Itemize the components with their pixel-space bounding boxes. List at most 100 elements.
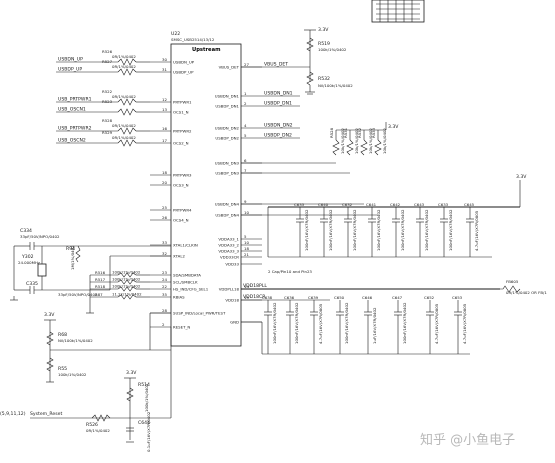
resistor-ref: R526 xyxy=(102,49,113,54)
svg-text:C335: C335 xyxy=(26,281,38,287)
resistor-symbol xyxy=(117,286,137,292)
resistor-symbol xyxy=(360,139,368,156)
resistor-ref: R517 xyxy=(95,277,106,282)
resistor-symbol xyxy=(117,272,137,278)
resistor-symbol xyxy=(117,127,137,135)
capacitor-ref: C643 xyxy=(414,202,425,207)
svg-text:100k/1%/0402: 100k/1%/0402 xyxy=(318,47,347,52)
pin-number: 24 xyxy=(162,277,167,282)
pin-name: OCS2_N xyxy=(173,141,189,146)
pin-name: USBDP_DN2 xyxy=(215,136,239,141)
r514-resistor xyxy=(126,387,134,402)
svg-text:100k/1%/0402: 100k/1%/0402 xyxy=(58,372,87,377)
svg-text:System_Reset: System_Reset xyxy=(30,411,62,417)
svg-text:Nil/100k/1%/0402: Nil/100k/1%/0402 xyxy=(318,83,353,88)
vbus-divider: 3.3V R519 100k/1%/0402 R532 Nil/100k/1%/… xyxy=(241,27,353,95)
capacitor-value: 100nF/16V/X7R/0402 xyxy=(400,209,405,251)
pin-name: VBUS_DET xyxy=(219,65,240,70)
pin-number: 25 xyxy=(162,205,167,210)
pin-number: 5 xyxy=(244,234,247,239)
pin-number: 21 xyxy=(244,252,249,257)
pin-number: 18 xyxy=(162,170,167,175)
pin-name: USBDP_DN4 xyxy=(215,213,239,218)
svg-text:3.3V: 3.3V xyxy=(388,124,399,130)
pin-number: 2 xyxy=(244,101,247,106)
capacitor-ref: C638 xyxy=(262,295,273,300)
resistor-ref: R518 xyxy=(95,284,106,289)
pin-number: 9 xyxy=(244,199,247,204)
left-resistors: R5260R/1%/0402R5270R/1%/0402R5220R/1%/04… xyxy=(102,49,150,147)
pin-name: SUSP_IND/Local_PWR/TEST xyxy=(173,311,226,316)
resistor-ref: R531 xyxy=(343,127,348,138)
pin-name: PRTPWR2 xyxy=(173,129,192,134)
net-label: USBDN_DN1 xyxy=(264,91,293,97)
pin-number: 1 xyxy=(244,91,247,96)
pin-name: USBDN_UP xyxy=(173,60,195,65)
chip-right-pins: 27VBUS_DET1USBDN_DN12USBDP_DN14USBDN_DN2… xyxy=(215,62,262,325)
pin-name: PRTPWR3 xyxy=(173,173,192,178)
pin-number: 27 xyxy=(244,62,249,67)
resistor-ref: R532 xyxy=(357,127,362,138)
pin-name: SCL/SMBCLK xyxy=(173,280,198,285)
pin-number: 32 xyxy=(162,251,167,256)
pin-name: HS_IND/CFG_SEL1 xyxy=(173,287,209,292)
connector-fragment xyxy=(371,0,425,23)
capacitor-value: 100nF/16V/X7R/0402 xyxy=(304,209,309,251)
pin-name: VDDPLL18 xyxy=(219,287,240,292)
pin-number: 35 xyxy=(162,292,167,297)
left-net-labels: USBDN_UPUSBDP_UPUSB_PRTPWR1USB_OSCN1USB_… xyxy=(56,57,118,144)
capacitor-value: 100nF/16V/X7R/0402 xyxy=(402,302,407,344)
pin-number: 20 xyxy=(162,180,167,185)
svg-text:1M/1%/0402: 1M/1%/0402 xyxy=(70,245,75,270)
pin-number: 6 xyxy=(244,158,247,163)
capacitor-ref: C645 xyxy=(464,202,475,207)
svg-text:C644: C644 xyxy=(138,420,150,426)
pin-name: USBDN_DN3 xyxy=(215,161,240,166)
watermark: 知乎 @小鱼电子 xyxy=(420,432,515,448)
capacitor-value: 4.7uF/16V/X7R/0805 xyxy=(434,303,439,344)
pin-number: 10 xyxy=(244,210,249,215)
svg-text:R526: R526 xyxy=(86,422,98,428)
r55-resistor xyxy=(46,357,54,372)
pin-number: 7 xyxy=(244,168,247,173)
net-label: USB_PRTPWR1 xyxy=(58,97,92,103)
resistor-symbol xyxy=(332,139,340,156)
capacitor-ref: C632 xyxy=(342,202,353,207)
svg-text:R532: R532 xyxy=(318,76,330,82)
capacitor-bank-bottom: VDD18PLL VDD18CR 2 Cap/Pin10 and Pin23 F… xyxy=(241,269,547,355)
resistor-value: 0R/1%/0402 xyxy=(112,64,136,69)
pin-number: 17 xyxy=(162,138,167,143)
resistor-value: 10k/1%/0402 xyxy=(354,128,359,154)
pin-name: VDD33CR xyxy=(220,255,239,260)
r519-resistor xyxy=(306,37,314,52)
y302-crystal xyxy=(37,263,47,277)
svg-text:33pF/50V/NPO/0402: 33pF/50V/NPO/0402 xyxy=(20,234,60,239)
dn-lines xyxy=(241,162,378,216)
gnd-net xyxy=(241,321,263,354)
pin-number: 22 xyxy=(162,284,167,289)
resistor-ref: R522 xyxy=(102,89,113,94)
capacitor-ref: C653 xyxy=(452,295,463,300)
svg-text:R94: R94 xyxy=(66,246,75,252)
svg-text:R514: R514 xyxy=(138,382,150,388)
capacitor-value: 100nF/16V/X7R/0402 xyxy=(376,209,381,251)
resistor-symbol xyxy=(117,294,137,300)
svg-text:Nil/100k/1%/0402: Nil/100k/1%/0402 xyxy=(58,338,93,343)
capacitor-ref: C642 xyxy=(390,202,401,207)
capacitor-ref: C633 xyxy=(438,202,449,207)
pin-number: 18 xyxy=(244,246,249,251)
resistor-value: 10k/1%/0402 xyxy=(368,128,373,154)
capacitor-ref: C646 xyxy=(362,295,373,300)
svg-text:R519: R519 xyxy=(318,41,330,47)
capacitor-ref: C652 xyxy=(424,295,435,300)
r68-resistor xyxy=(46,331,54,346)
pin-number: 31 xyxy=(162,67,167,72)
pin-number: 26 xyxy=(162,215,167,220)
pin-name: USBDN_DN1 xyxy=(215,94,240,99)
pin-number: 15 xyxy=(244,295,249,300)
resistor-ref: R533 xyxy=(371,127,376,138)
net-label: USBDN_DN2 xyxy=(264,123,293,129)
pin-name: USBDP_DN1 xyxy=(215,104,239,109)
